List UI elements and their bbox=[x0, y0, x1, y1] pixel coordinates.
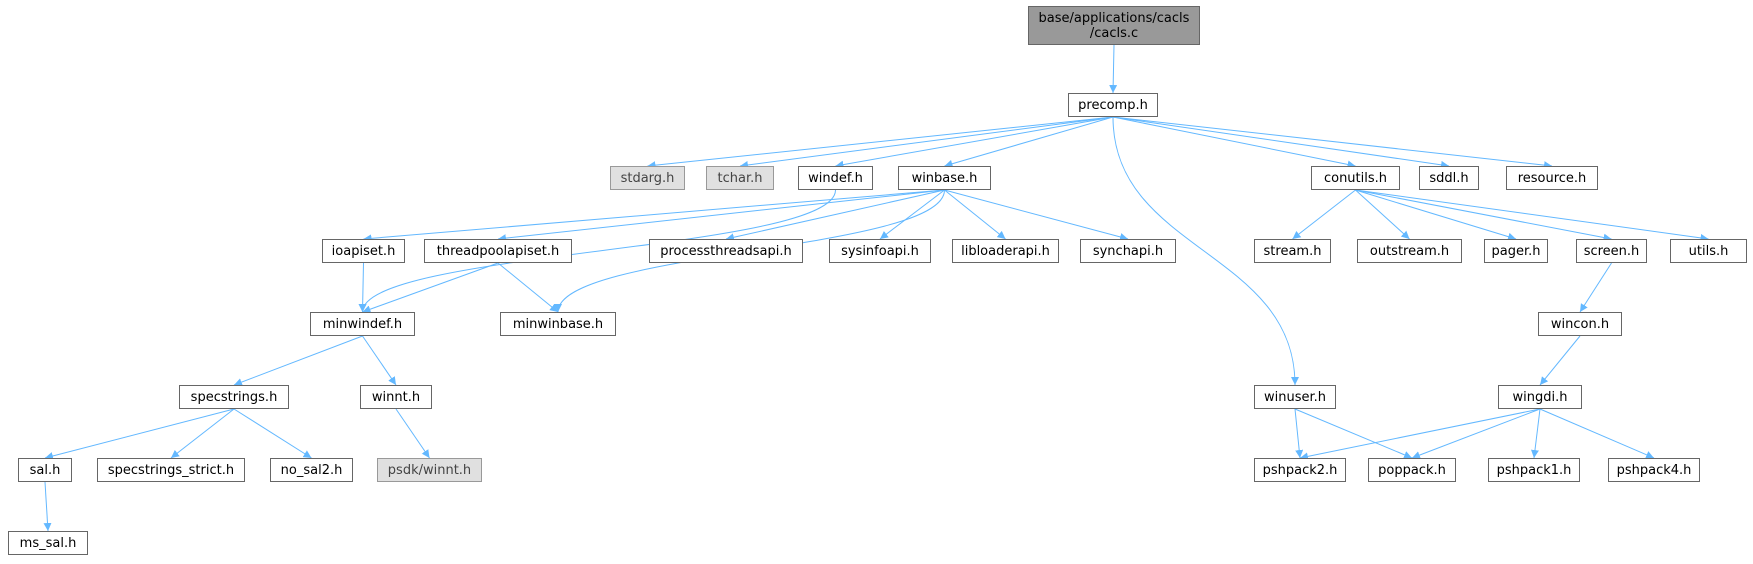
edge-wingdi-to-poppack bbox=[1411, 408, 1541, 459]
edge-minwindef-to-specstrings bbox=[233, 335, 363, 386]
node-minwindef-h[interactable]: minwindef.h bbox=[310, 312, 415, 336]
edge-precomp-to-winuser bbox=[1112, 116, 1299, 386]
node-wingdi-h[interactable]: wingdi.h bbox=[1498, 385, 1582, 409]
edge-ioapiset-to-minwindef bbox=[358, 262, 367, 313]
node-tchar-h: tchar.h bbox=[706, 166, 774, 190]
node-processthreadsapi-h[interactable]: processthreadsapi.h bbox=[649, 239, 803, 263]
edge-precomp-to-sddl bbox=[1112, 116, 1450, 169]
node-precomp-h[interactable]: precomp.h bbox=[1068, 93, 1158, 117]
edge-conutils-to-pager bbox=[1355, 189, 1517, 241]
node-winuser-h[interactable]: winuser.h bbox=[1254, 385, 1336, 409]
edge-winbase-to-threadpoolapiset bbox=[497, 189, 945, 243]
edge-winbase-to-libloaderapi bbox=[944, 189, 1006, 240]
edge-winbase-to-processthreadsapi bbox=[725, 189, 945, 242]
edge-precomp-to-winbase bbox=[944, 116, 1114, 168]
node-pshpack1-h[interactable]: pshpack1.h bbox=[1488, 458, 1580, 482]
edge-windef-to-minwindef bbox=[358, 189, 836, 313]
edge-specstrings-to-sal bbox=[44, 408, 235, 460]
edge-wingdi-to-pshpack4 bbox=[1539, 408, 1655, 459]
edge-winbase-to-ioapiset bbox=[363, 189, 945, 243]
node-winbase-h[interactable]: winbase.h bbox=[898, 166, 991, 190]
edge-threadpoolapiset-to-minwindef bbox=[362, 262, 499, 314]
edge-threadpoolapiset-to-minwinbase bbox=[497, 262, 559, 313]
edge-wingdi-to-pshpack1 bbox=[1531, 408, 1541, 459]
node-psdk-winnt-h: psdk/winnt.h bbox=[377, 458, 482, 482]
edge-conutils-to-utils bbox=[1355, 189, 1709, 242]
edge-conutils-to-stream bbox=[1292, 189, 1356, 240]
node-no-sal2-h[interactable]: no_sal2.h bbox=[270, 458, 353, 482]
node-conutils-h[interactable]: conutils.h bbox=[1311, 166, 1400, 190]
node-windef-h[interactable]: windef.h bbox=[798, 166, 873, 190]
edge-specstrings-to-specstrings_strict bbox=[170, 408, 235, 459]
edge-minwindef-to-winnt bbox=[362, 335, 397, 386]
edge-winuser-to-poppack bbox=[1294, 408, 1413, 459]
node-ioapiset-h[interactable]: ioapiset.h bbox=[322, 239, 405, 263]
node-sddl-h[interactable]: sddl.h bbox=[1419, 166, 1479, 190]
node-specstrings-h[interactable]: specstrings.h bbox=[179, 385, 289, 409]
node-synchapi-h[interactable]: synchapi.h bbox=[1080, 239, 1176, 263]
edge-root-to-precomp bbox=[1109, 44, 1118, 94]
edge-precomp-to-windef bbox=[835, 116, 1114, 169]
edge-precomp-to-resource bbox=[1112, 116, 1553, 170]
node-utils-h[interactable]: utils.h bbox=[1670, 239, 1747, 263]
node-pshpack2-h[interactable]: pshpack2.h bbox=[1254, 458, 1346, 482]
node-specstrings-strict-h[interactable]: specstrings_strict.h bbox=[97, 458, 245, 482]
edge-winbase-to-sysinfoapi bbox=[879, 189, 945, 240]
node-sysinfoapi-h[interactable]: sysinfoapi.h bbox=[829, 239, 931, 263]
edge-precomp-to-conutils bbox=[1112, 116, 1356, 169]
edge-conutils-to-outstream bbox=[1355, 189, 1410, 240]
node-pshpack4-h[interactable]: pshpack4.h bbox=[1608, 458, 1700, 482]
node-poppack-h[interactable]: poppack.h bbox=[1368, 458, 1456, 482]
edge-wingdi-to-pshpack2 bbox=[1299, 408, 1541, 461]
node-wincon-h[interactable]: wincon.h bbox=[1538, 312, 1622, 336]
edge-specstrings-to-no_sal2 bbox=[233, 408, 312, 459]
edge-winbase-to-synchapi bbox=[944, 189, 1129, 241]
node-sal-h[interactable]: sal.h bbox=[18, 458, 72, 482]
edge-winuser-to-pshpack2 bbox=[1294, 408, 1304, 459]
edge-precomp-to-stdarg bbox=[647, 116, 1114, 170]
node-minwinbase-h[interactable]: minwinbase.h bbox=[500, 312, 616, 336]
edge-conutils-to-screen bbox=[1355, 189, 1612, 242]
node-stdarg-h: stdarg.h bbox=[610, 166, 685, 190]
node-outstream-h[interactable]: outstream.h bbox=[1357, 239, 1462, 263]
node-screen-h[interactable]: screen.h bbox=[1576, 239, 1647, 263]
edge-sal-to-ms_sal bbox=[43, 481, 52, 532]
edge-winnt-to-psdk_winnt bbox=[395, 408, 430, 459]
node-pager-h[interactable]: pager.h bbox=[1484, 239, 1548, 263]
edge-wincon-to-wingdi bbox=[1539, 335, 1581, 386]
node-libloaderapi-h[interactable]: libloaderapi.h bbox=[952, 239, 1059, 263]
edge-screen-to-wincon bbox=[1579, 262, 1612, 313]
node-winnt-h[interactable]: winnt.h bbox=[360, 385, 432, 409]
root-file-path-line2: /cacls.c bbox=[1089, 25, 1139, 41]
edge-precomp-to-tchar bbox=[739, 116, 1114, 169]
root-file-path-line1: base/applications/cacls bbox=[1038, 10, 1190, 26]
node-threadpoolapiset-h[interactable]: threadpoolapiset.h bbox=[424, 239, 572, 263]
node-stream-h[interactable]: stream.h bbox=[1254, 239, 1331, 263]
node-resource-h[interactable]: resource.h bbox=[1506, 166, 1598, 190]
node-ms-sal-h[interactable]: ms_sal.h bbox=[8, 531, 88, 555]
root-file-node: base/applications/cacls /cacls.c bbox=[1028, 6, 1200, 45]
